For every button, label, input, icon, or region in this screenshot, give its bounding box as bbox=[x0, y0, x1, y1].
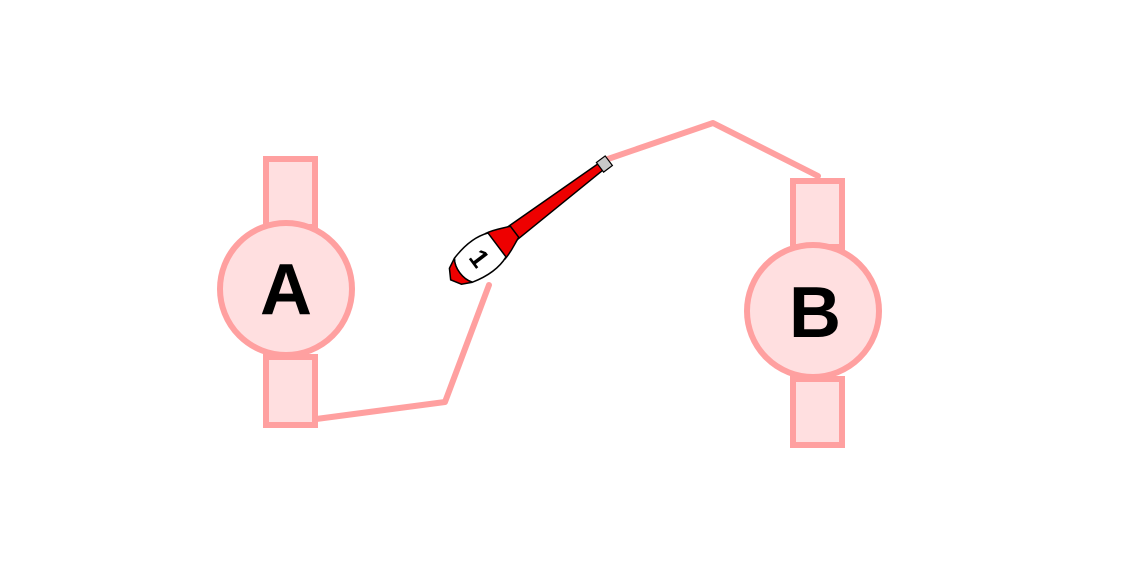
node-b-top-grip bbox=[790, 178, 845, 250]
juggling-club-icon[interactable]: 1 bbox=[440, 146, 620, 295]
club-knob bbox=[595, 155, 614, 173]
node-b-circle bbox=[744, 242, 882, 380]
club-base bbox=[448, 257, 473, 286]
node-a[interactable]: A bbox=[217, 156, 355, 428]
node-a-circle bbox=[217, 220, 355, 358]
node-a-bottom-grip bbox=[263, 354, 318, 428]
club-neck bbox=[484, 225, 520, 261]
wire-path bbox=[602, 120, 821, 179]
node-b[interactable]: B bbox=[744, 178, 882, 448]
node-b-label: B bbox=[789, 273, 841, 353]
wire-path bbox=[283, 282, 492, 426]
node-a-label: A bbox=[260, 250, 312, 330]
club-handle bbox=[505, 162, 605, 242]
node-b-bottom-grip bbox=[790, 376, 845, 448]
node-a-top-grip bbox=[263, 156, 318, 230]
